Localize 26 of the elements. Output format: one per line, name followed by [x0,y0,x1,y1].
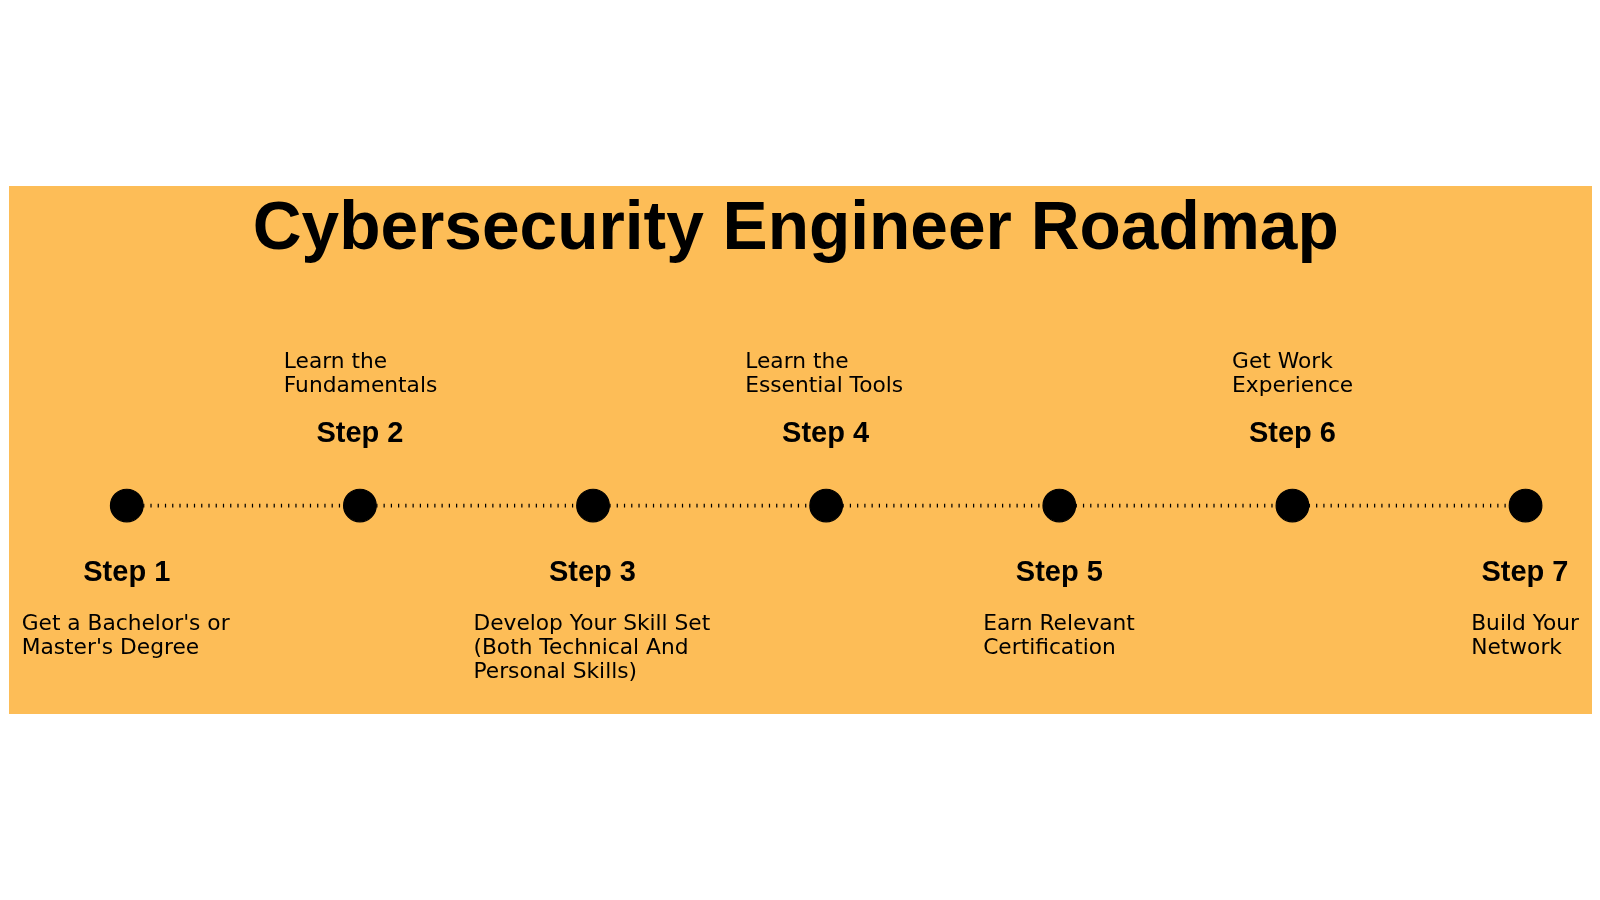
node-circle [1041,488,1076,523]
node-circle [575,488,610,523]
node-label: Step 3 [548,555,636,588]
node-label: Step 4 [781,416,869,449]
node-label: Step 2 [315,416,403,449]
node-label: Get Work Experience [1231,347,1353,397]
connector [375,503,576,508]
node-label: Learn the Fundamentals [283,347,437,397]
node-label: Learn the Essential Tools [744,347,903,397]
node-label: Step 5 [1015,555,1103,588]
node-label: Step 6 [1248,416,1336,449]
node-label: Step 7 [1480,555,1568,588]
node-label: Build Your Network [1470,609,1579,660]
diagram-title: Cybersecurity Engineer Roadmap [252,187,1339,263]
node-circle [342,488,377,523]
node-label: Develop Your Skill Set (Both Technical And Personal Skills) [472,609,710,684]
node-circle [808,488,843,523]
node-label: Get a Bachelor's or Master's Degree [21,609,230,660]
node-circle [109,488,144,523]
connector [1308,503,1509,508]
node-label: Earn Relevant Certification [982,609,1135,660]
node-circle [1508,488,1542,523]
connector [142,503,343,508]
connector [1075,503,1276,508]
node-label: Step 1 [82,555,170,588]
node-circle [1275,488,1309,523]
